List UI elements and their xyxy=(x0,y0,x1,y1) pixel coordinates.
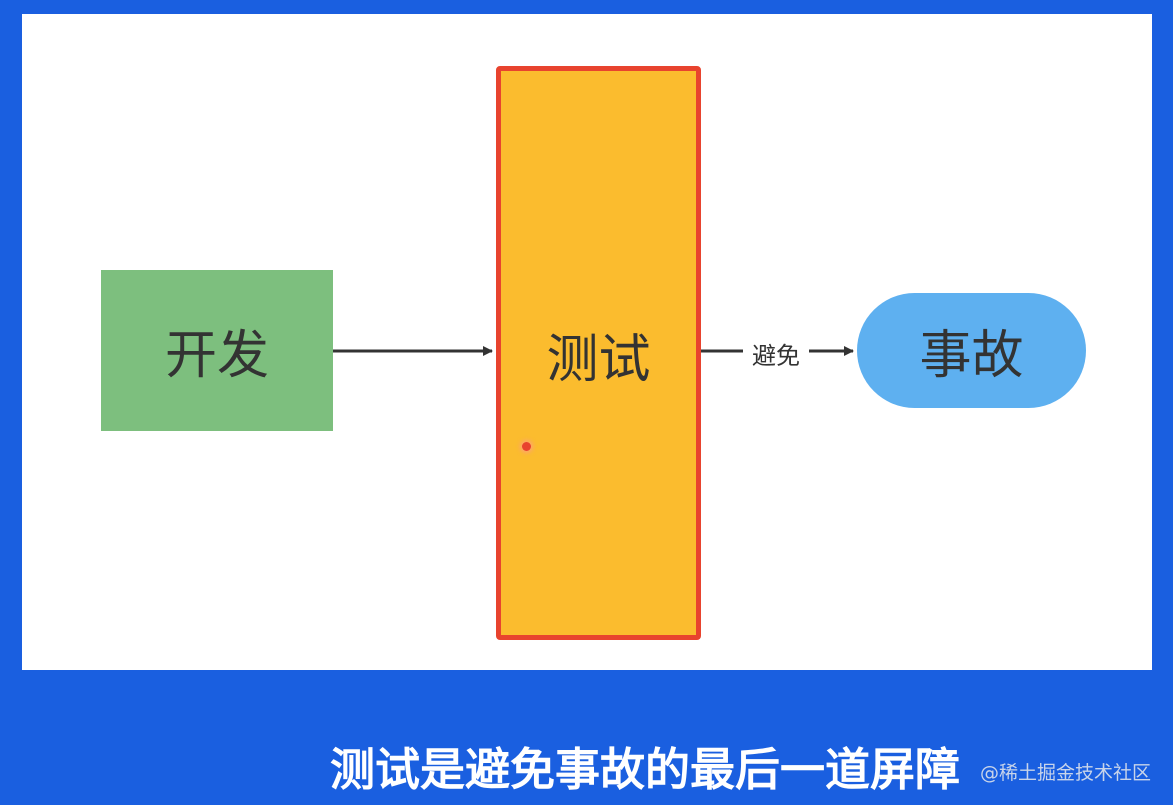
diagram-canvas: 开发 测试 事故 避免 xyxy=(22,14,1152,670)
node-accident-label: 事故 xyxy=(919,326,1024,386)
caption-subtitle: 测试是避免事故的最后一道屏障 xyxy=(330,743,961,796)
node-testing: 测试 xyxy=(496,66,701,640)
pointer-dot xyxy=(522,442,531,451)
node-development: 开发 xyxy=(101,270,333,431)
node-accident: 事故 xyxy=(857,293,1086,408)
watermark: @稀土掘金技术社区 xyxy=(979,762,1151,784)
node-development-label: 开发 xyxy=(164,326,269,386)
node-testing-label: 测试 xyxy=(546,330,651,390)
edge-label-avoid: 避免 xyxy=(743,336,809,370)
